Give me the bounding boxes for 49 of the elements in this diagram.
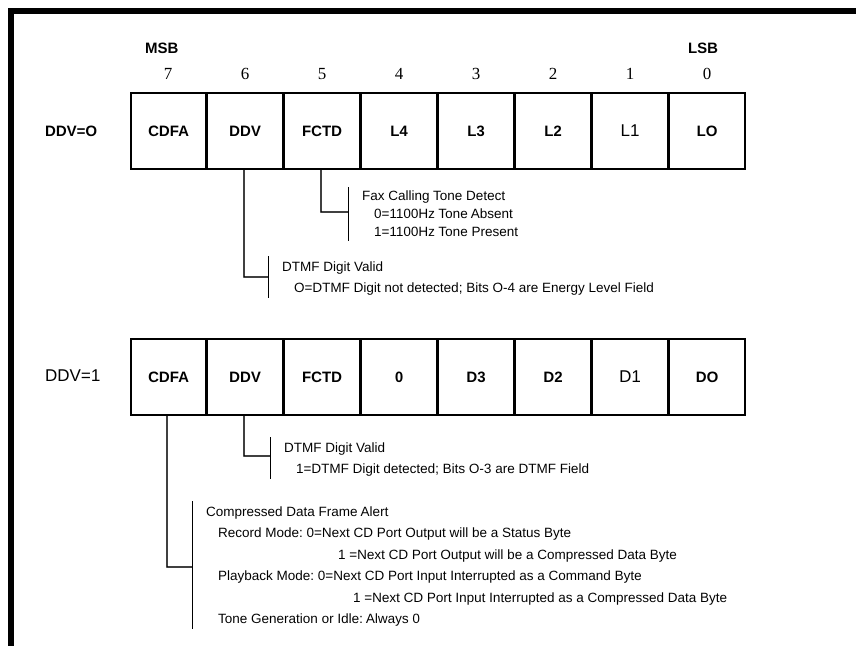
row-label: DDV=O [45,123,98,140]
bit-number: 4 [394,64,404,84]
register-bit-field: FCTD [283,338,361,416]
register-bit-field: D1 [591,338,669,416]
description-heading: Compressed Data Frame Alert [206,503,390,521]
description-line: Tone Generation or Idle: Always 0 [218,610,421,628]
register-bit-field: D2 [514,338,592,416]
bit-number: 2 [548,64,558,84]
register-bit-field: FCTD [283,92,361,170]
register-bit-field: L2 [514,92,592,170]
register-bit-field: D3 [437,338,515,416]
register-bit-field: DDV [206,92,284,170]
leader-line [320,170,348,213]
row-label: DDV=1 [45,366,100,386]
register-bit-field: L3 [437,92,515,170]
register-bit-field: L4 [360,92,438,170]
leader-line [166,416,192,568]
register-bit-field: DO [668,338,746,416]
bit-description-bracket [268,256,654,298]
register-bit-field: 0 [360,338,438,416]
description-line: O=DTMF Digit not detected; Bits O-4 are Energy Level Field [294,279,654,297]
bit-number: 0 [702,64,712,84]
register-bit-field: CDFA [130,338,207,416]
leader-line [243,416,270,457]
bit-number: 1 [624,64,636,84]
description-heading: DTMF Digit Valid [282,258,384,276]
bit-description-bracket [348,187,518,241]
description-heading: DTMF Digit Valid [284,439,386,457]
bit-number: 3 [470,64,482,84]
description-line: 1 =Next CD Port Input Interrupted as a Compressed Data Byte [353,588,728,607]
description-line: 1=DTMF Digit detected; Bits O-3 are DTMF Field [296,460,589,478]
register-bit-field: L1 [591,92,669,170]
leader-line [243,170,268,278]
bit-number: 7 [162,64,174,84]
description-line: 0=1100Hz Tone Absent [374,205,514,223]
register-bit-field: DDV [206,338,284,416]
bit-description-bracket [192,501,728,630]
msb-label: MSB [145,40,178,57]
description-line: 1 =Next CD Port Output will be a Compressed Data Byte [338,546,678,564]
bit-number: 5 [316,64,328,84]
register-bit-field: CDFA [130,92,207,170]
description-heading: Fax Calling Tone Detect [362,187,506,205]
description-line: Record Mode: 0=Next CD Port Output will be a Status Byte [218,524,572,542]
bit-number: 6 [240,64,250,84]
lsb-label: LSB [688,40,718,57]
description-line: 1=1100Hz Tone Present [374,223,518,241]
register-bit-field: LO [668,92,746,170]
description-line: Playback Mode: 0=Next CD Port Input Interrupted as a Command Byte [218,567,643,586]
bit-description-bracket [270,437,589,479]
